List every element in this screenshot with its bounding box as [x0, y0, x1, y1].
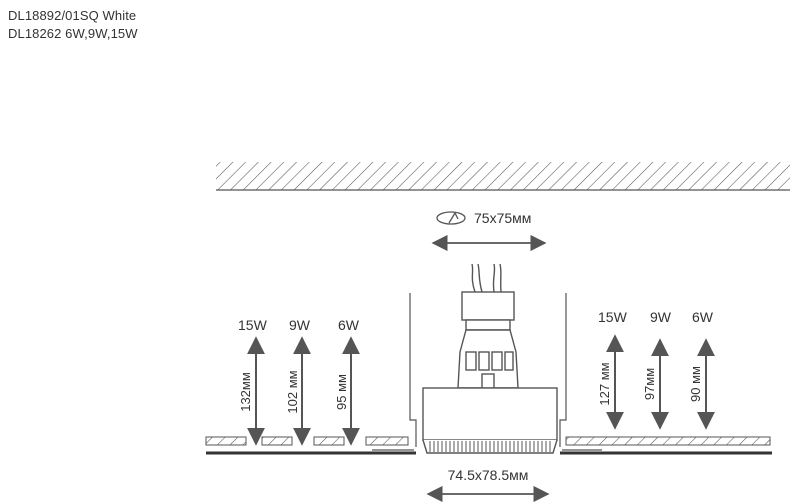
heatsink-fins: [429, 441, 551, 452]
left-height-15w: 132мм: [238, 372, 253, 412]
left-watt-9w: 9W: [289, 317, 311, 333]
rotation-indicator: [436, 211, 466, 225]
left-watt-15w: 15W: [238, 317, 268, 333]
right-watt-6w: 6W: [692, 309, 714, 325]
right-height-15w: 127 мм: [597, 362, 612, 405]
model-line: DL18892/01SQ White: [8, 8, 137, 23]
ceiling: [216, 162, 790, 191]
right-height-9w: 97мм: [642, 368, 657, 400]
luminaire: [422, 263, 558, 454]
left-height-9w: 102 мм: [285, 370, 300, 413]
rotate-dimension-label: 75x75мм: [474, 210, 531, 226]
false-ceiling-left: [205, 436, 416, 455]
cutout-dimension-label: 74.5x78.5мм: [448, 467, 529, 483]
false-ceiling-right: [560, 436, 772, 455]
right-watt-9w: 9W: [650, 309, 672, 325]
left-height-6w: 95 мм: [334, 374, 349, 410]
spring-clips: [372, 293, 602, 451]
variants-line: DL18262 6W,9W,15W: [8, 26, 138, 41]
right-watt-15w: 15W: [598, 309, 628, 325]
left-watt-6w: 6W: [338, 317, 360, 333]
right-height-6w: 90 мм: [688, 366, 703, 402]
